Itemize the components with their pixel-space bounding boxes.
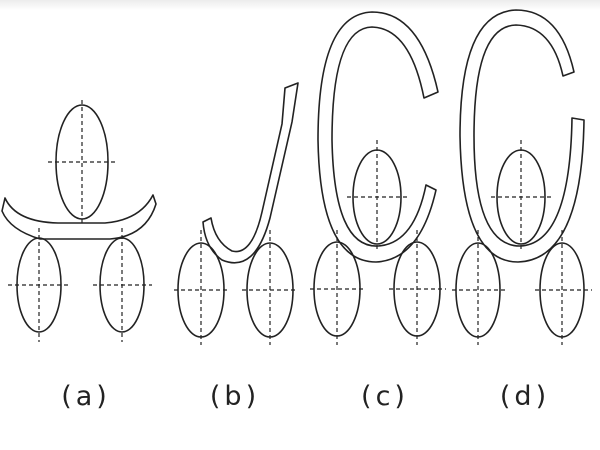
plate xyxy=(459,9,585,263)
panel-d xyxy=(452,9,592,345)
panel-b xyxy=(174,82,299,345)
panel-a xyxy=(1,100,157,342)
plate xyxy=(317,11,439,263)
caption-a: (a) xyxy=(61,381,111,412)
plate xyxy=(202,82,299,264)
plate xyxy=(1,194,157,240)
caption-d: (d) xyxy=(500,381,550,412)
caption-b: (b) xyxy=(210,381,260,412)
caption-c: (c) xyxy=(361,381,409,412)
panel-c xyxy=(310,11,446,345)
top-edge-shading xyxy=(0,0,600,10)
